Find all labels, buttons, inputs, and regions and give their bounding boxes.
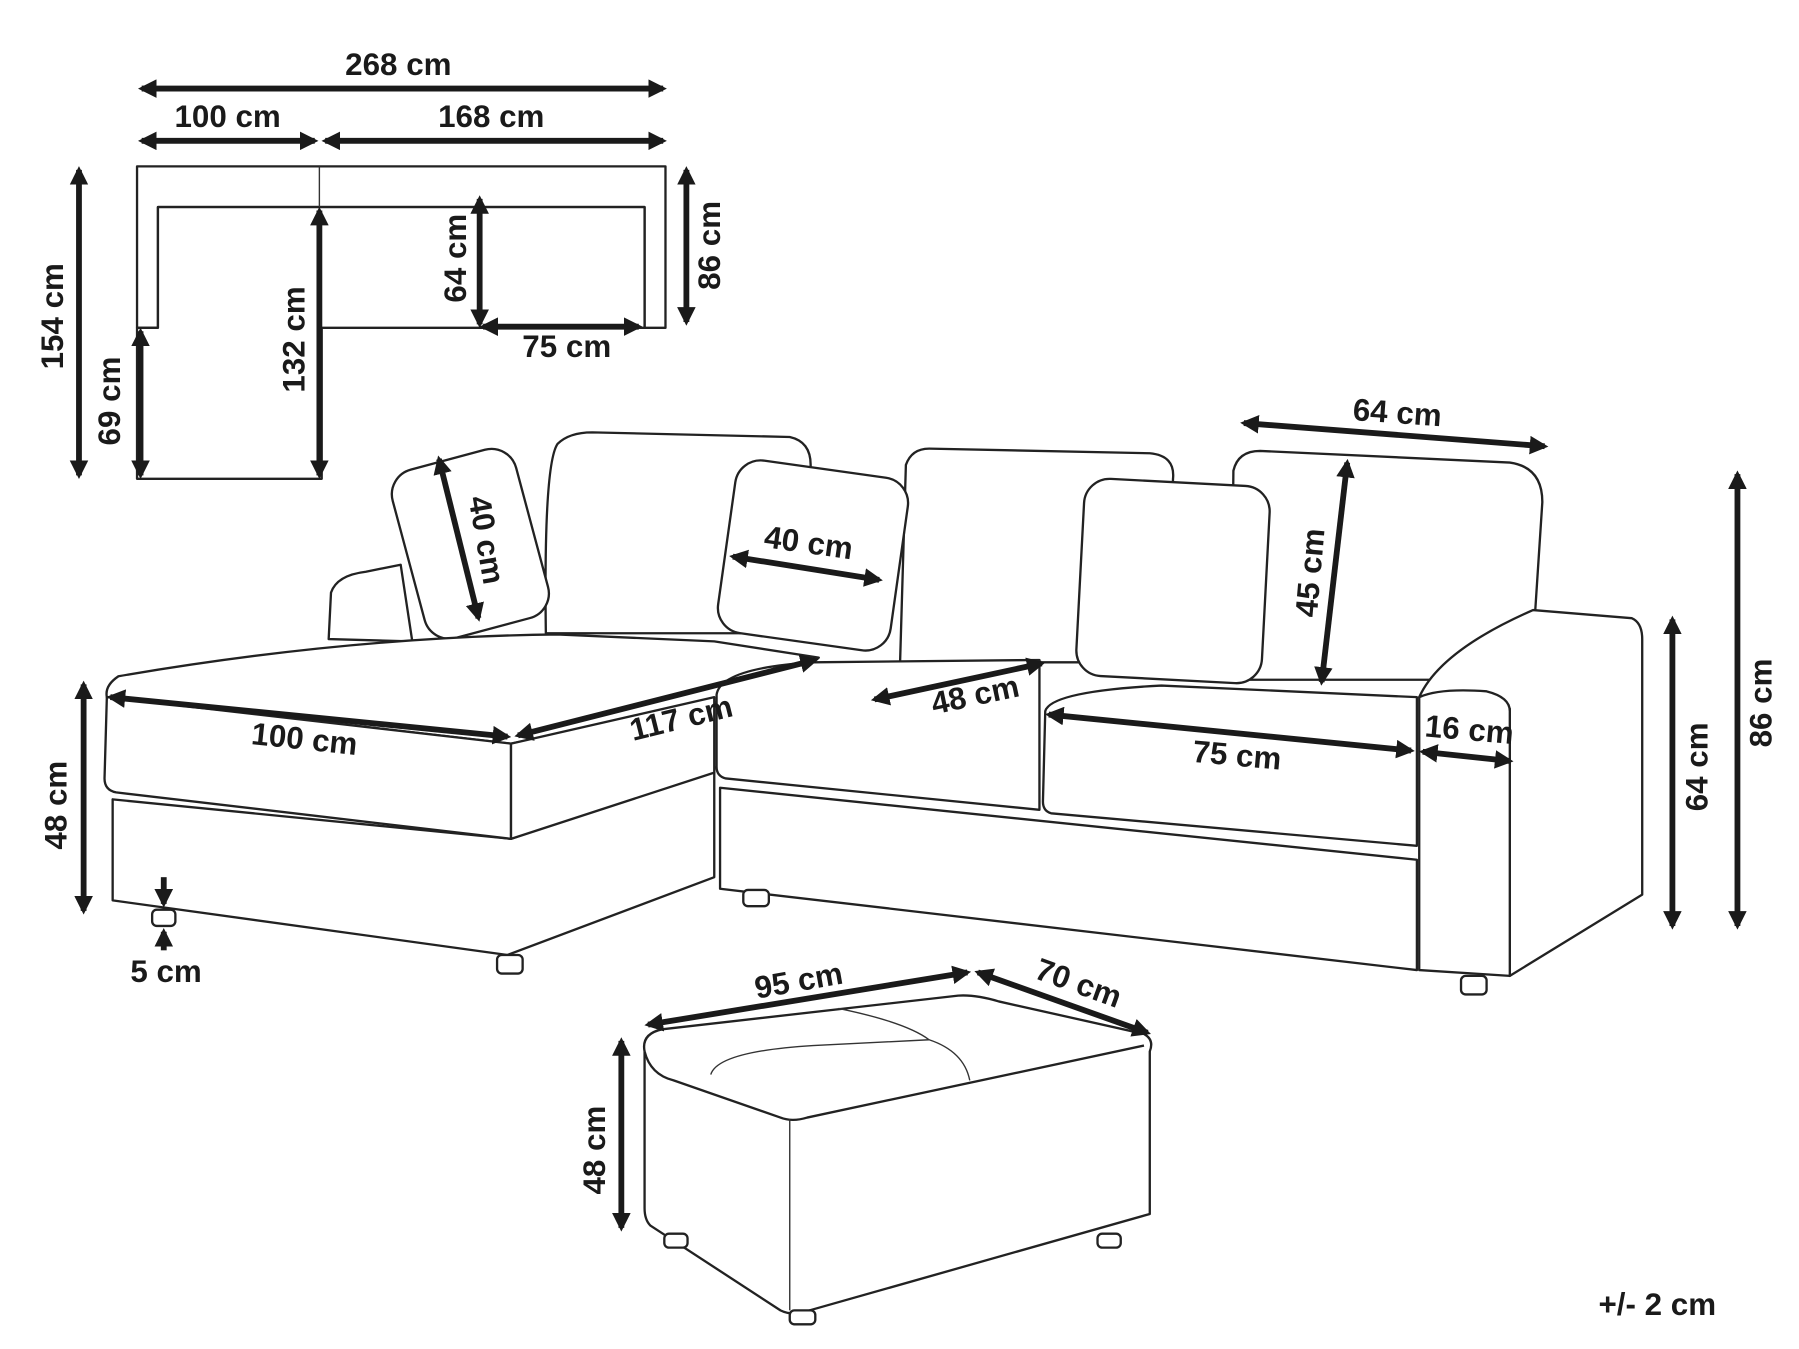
foot: [1096, 1232, 1122, 1249]
ottoman-top-edge: [643, 1044, 1145, 1122]
label-total-depth: 154 cm: [35, 263, 70, 369]
arrow-chaise-seat-length: [514, 654, 819, 741]
ottoman-drawing: 95 cm 70 cm 48 cm: [577, 951, 1153, 1326]
arrow-pillow-left: [433, 455, 484, 622]
left-armrest: [327, 563, 414, 643]
arrow-pillow-middle: [729, 549, 883, 587]
ottoman-body: [642, 994, 1153, 1315]
arrow-chaise-seat-width: [106, 689, 512, 745]
arrow-armrest-width: [1419, 744, 1514, 769]
ottoman-stitching: [710, 1039, 971, 1081]
arrow-seat-depth: [870, 657, 1046, 706]
label-chaise-extension: 69 cm: [92, 357, 127, 446]
foot: [150, 908, 177, 928]
label-chaise-width: 100 cm: [174, 99, 280, 134]
label-seat-width: 75 cm: [522, 329, 611, 364]
label-leg-height: 5 cm: [130, 954, 201, 989]
label-armrest-width: 16 cm: [1424, 708, 1516, 751]
pillow-right: [1075, 477, 1271, 685]
arrow-back-cushion-height: [1314, 458, 1355, 686]
floor-plan: 268 cm 100 cm 168 cm 154 cm 69 cm 132 cm…: [35, 47, 727, 480]
arrow-ottoman-depth: [974, 968, 1151, 1037]
label-ottoman-width: 95 cm: [752, 956, 846, 1006]
label-back-cushion-height: 45 cm: [1289, 527, 1332, 619]
foot: [788, 1309, 817, 1326]
label-ottoman-height: 48 cm: [577, 1106, 612, 1195]
foot: [663, 1232, 689, 1249]
sofa-base: [718, 786, 1419, 972]
foot: [495, 953, 524, 975]
label-total-width: 268 cm: [345, 47, 451, 82]
label-total-height: 86 cm: [1743, 659, 1778, 748]
sofa-drawing: [103, 431, 1644, 996]
back-cushion-right: [1229, 449, 1544, 681]
label-chaise-length: 132 cm: [276, 286, 311, 392]
arrow-ottoman-width: [644, 965, 972, 1032]
label-arm-height: 64 cm: [1679, 722, 1714, 811]
tolerance-note: +/- 2 cm: [1599, 1287, 1717, 1322]
arrow-seat-width: [1045, 706, 1415, 759]
foot: [1459, 974, 1488, 996]
label-back-cushion-width: 64 cm: [1352, 392, 1443, 433]
arrow-back-cushion-width: [1240, 414, 1549, 455]
foot: [742, 888, 771, 908]
label-sofa-depth: 86 cm: [692, 201, 727, 290]
label-seat-height: 48 cm: [38, 761, 73, 850]
label-sofa-width: 168 cm: [438, 99, 544, 134]
label-seat-width: 75 cm: [1191, 734, 1283, 777]
label-seat-depth: 64 cm: [438, 214, 473, 303]
